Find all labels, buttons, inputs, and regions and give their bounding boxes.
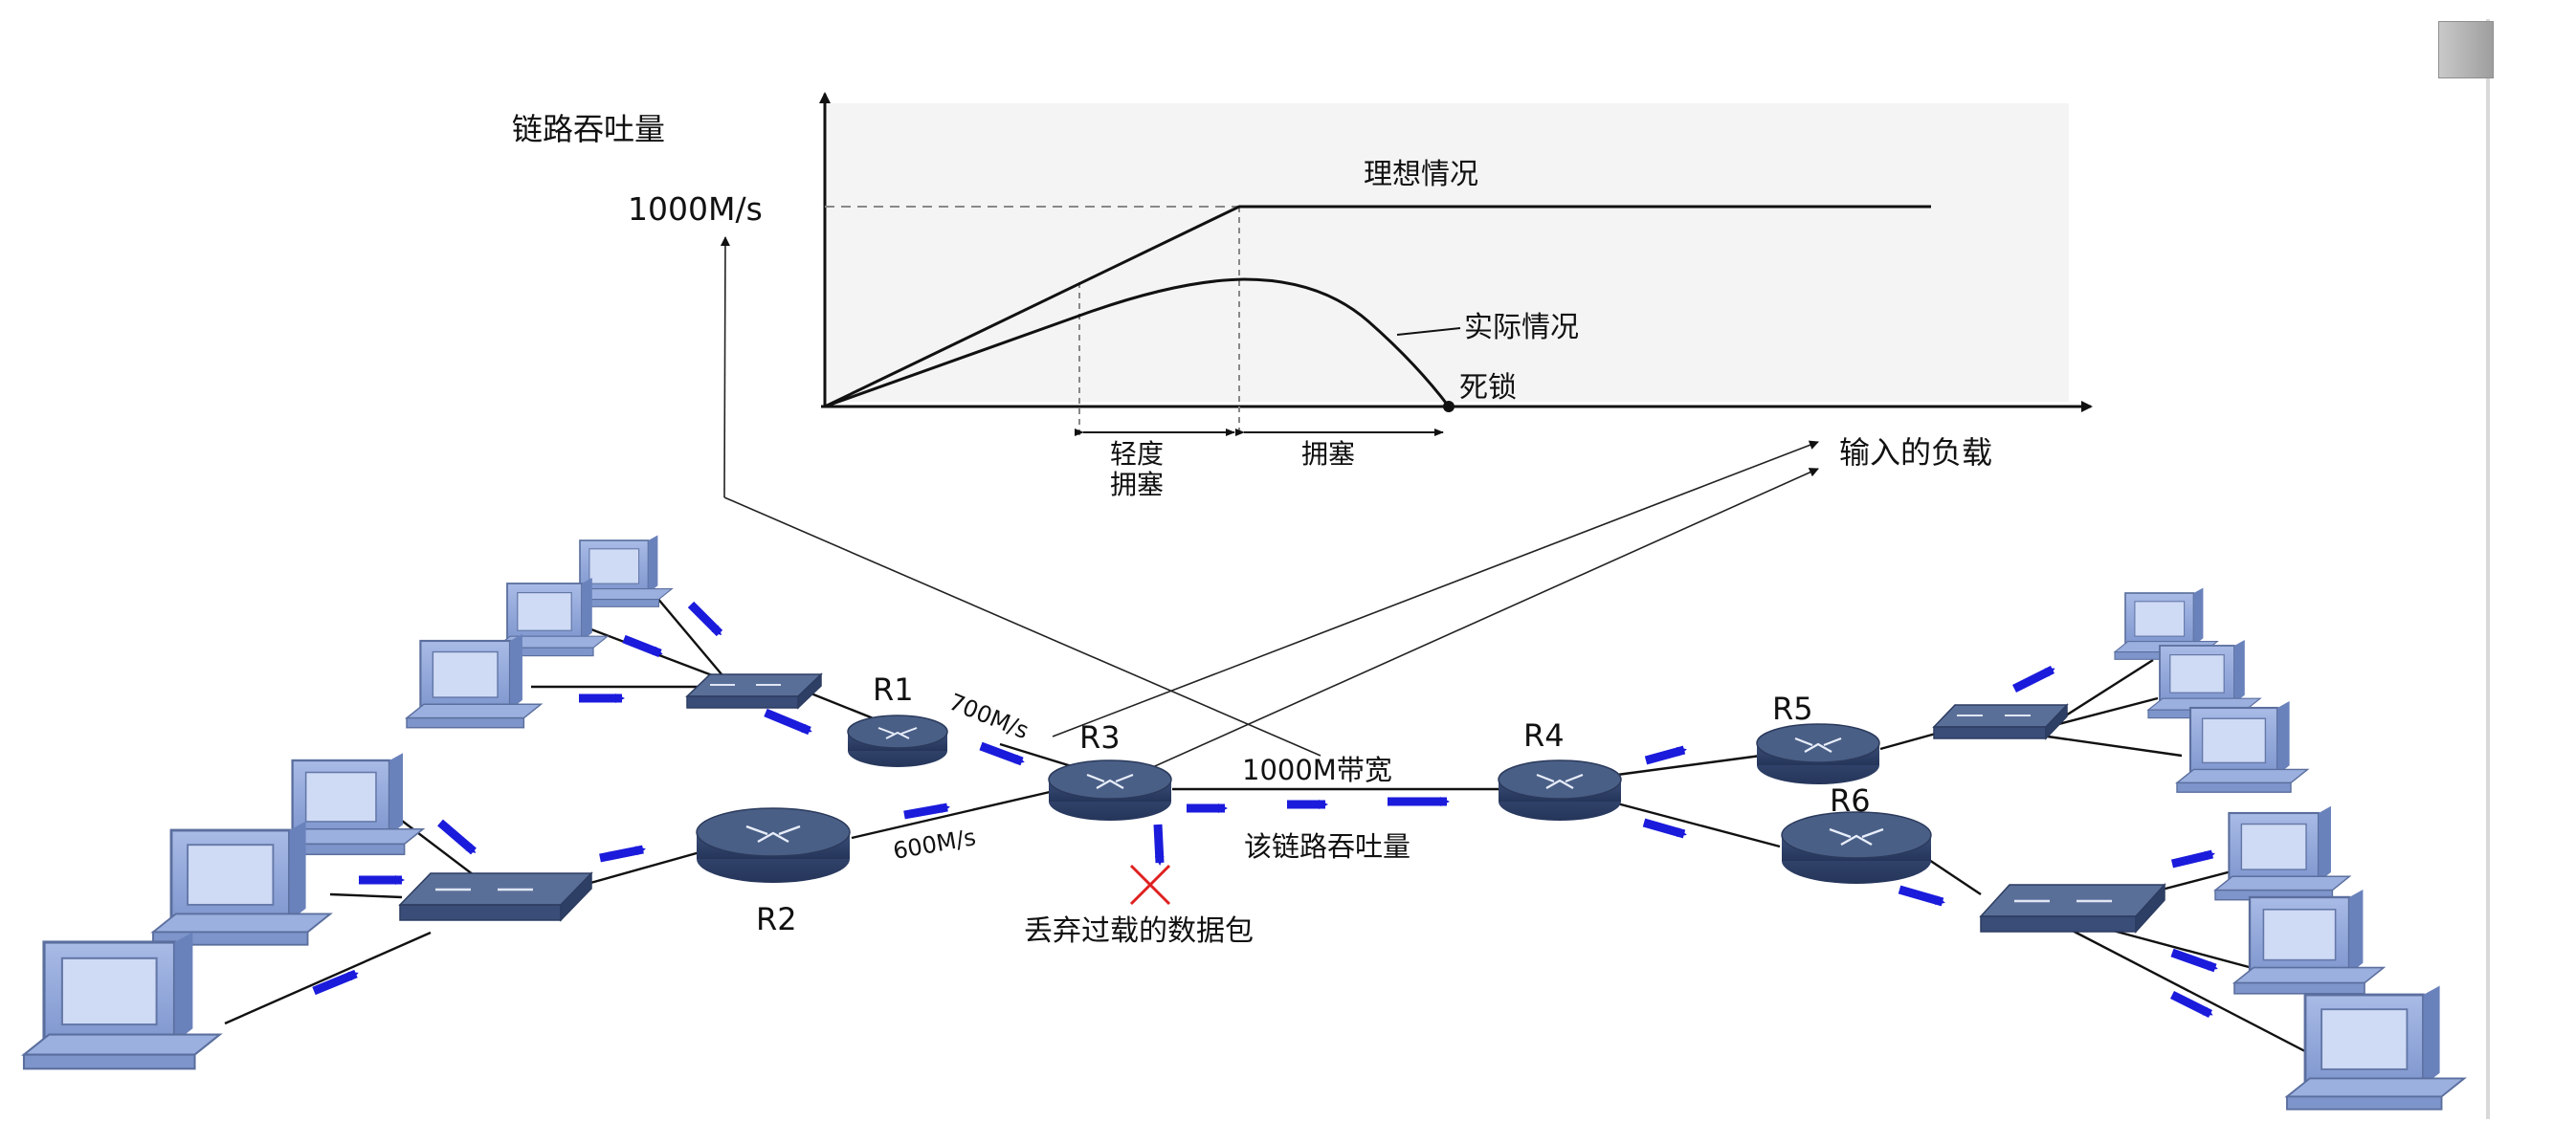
computer-right-2 (2146, 640, 2262, 719)
packet-arrow (2170, 948, 2218, 973)
computer-right-3 (2175, 701, 2310, 793)
x-axis-label: 输入的负载 (1839, 434, 1992, 471)
packets (312, 601, 2218, 1019)
actual-curve (824, 277, 1451, 408)
network-links (224, 578, 2326, 1064)
computer-right-5 (2232, 890, 2387, 995)
y-axis-label: 链路吞吐量 (512, 111, 665, 147)
bandwidth-pointer (723, 496, 1321, 757)
computer-left-3 (404, 633, 544, 729)
router-label-r2: R2 (756, 901, 797, 937)
switch-right-top (1932, 703, 2069, 740)
packet-arrow (437, 819, 477, 855)
router-label-r5: R5 (1772, 691, 1813, 727)
link (1616, 754, 1762, 777)
light-congestion-label-2: 拥塞 (1110, 469, 1164, 500)
computer-left-1 (567, 535, 674, 607)
scrollbar-track[interactable] (2480, 0, 2576, 1140)
computer-right-4 (2212, 805, 2352, 901)
packet-arrow (312, 969, 359, 996)
ideal-curve (824, 205, 1931, 408)
scrollbar-thumb[interactable] (2438, 21, 2494, 78)
switch-right-bottom (1979, 883, 2166, 934)
link (329, 892, 403, 899)
bandwidth-label: 1000M带宽 (1242, 754, 1392, 786)
packet-arrow (979, 741, 1025, 766)
link-label-700: 700M/s (945, 689, 1033, 745)
packet-arrow (687, 601, 723, 637)
computer-left-6 (21, 932, 223, 1070)
bandwidth-pointer-up (720, 236, 730, 498)
link (1616, 802, 1781, 848)
packet-arrow (2170, 849, 2215, 869)
throughput-chart: 链路吞吐量 1000M/s 理想情况 实际情况 死锁 轻度 拥塞 拥塞 输入的负… (512, 92, 2093, 500)
dropped-packets-label: 丢弃过载的数据包 (1024, 914, 1254, 948)
packet-arrow (2011, 665, 2055, 693)
computer-right-6 (2284, 985, 2467, 1111)
packet-arrow (903, 803, 950, 820)
link (851, 787, 1063, 840)
link (224, 931, 432, 1025)
router-r6 (1781, 811, 1932, 884)
router-r2 (696, 807, 851, 883)
drop-mark-icon (1129, 864, 1171, 906)
router-label-r4: R4 (1523, 717, 1565, 754)
chart-plot-area (825, 103, 2069, 402)
packet-arrow (1642, 818, 1687, 839)
actual-label: 实际情况 (1464, 311, 1579, 344)
link (1879, 730, 1943, 751)
throughput-label: 该链路吞吐量 (1244, 830, 1410, 863)
deadlock-label: 死锁 (1459, 371, 1517, 405)
pointer-lines (720, 236, 1819, 804)
router-r4 (1498, 759, 1622, 821)
router-label-r3: R3 (1079, 719, 1121, 756)
load-pointer-r1 (1052, 440, 1819, 737)
deadlock-point (1443, 401, 1455, 412)
packet-arrow (2169, 990, 2213, 1019)
link (2047, 696, 2159, 729)
packet-arrow (1644, 745, 1687, 765)
link (2066, 926, 2326, 1064)
scrollbar-rail (2486, 19, 2490, 1119)
actual-label-pointer (1396, 327, 1461, 336)
packet-arrow (1153, 824, 1165, 866)
congestion-label: 拥塞 (1301, 438, 1355, 470)
router-r5 (1756, 723, 1880, 784)
link (1922, 855, 1982, 895)
router-label-r6: R6 (1830, 782, 1871, 819)
router-r3 (1048, 759, 1172, 821)
router-label-r1: R1 (873, 671, 914, 708)
computer-left-2 (494, 578, 610, 657)
switch-left-top (685, 672, 823, 710)
link (2047, 735, 2183, 758)
packet-arrow (599, 845, 646, 863)
y-tick-label: 1000M/s (628, 190, 763, 228)
router-r1 (847, 715, 948, 767)
packet-arrow (764, 708, 812, 736)
packet-arrow (1898, 885, 1945, 907)
link (583, 849, 704, 887)
light-congestion-label-1: 轻度 (1110, 438, 1164, 470)
ideal-label: 理想情况 (1364, 158, 1478, 191)
link-label-600: 600M/s (891, 824, 978, 865)
switch-left-bottom (398, 871, 593, 922)
computer-left-5 (150, 821, 333, 946)
load-pointer-r2 (1071, 468, 1819, 804)
packet-arrow (622, 634, 663, 658)
